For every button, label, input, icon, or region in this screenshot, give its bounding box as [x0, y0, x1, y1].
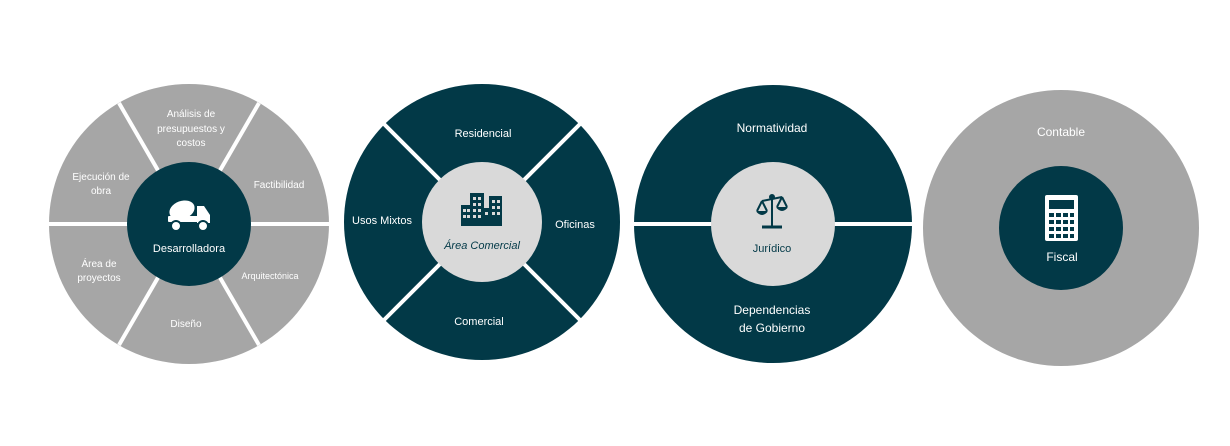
- segment-label-analisis-line1: Análisis de: [167, 109, 216, 120]
- segment-label-factibilidad: Factibilidad: [254, 180, 305, 191]
- center-circle: [127, 162, 251, 286]
- buildings-icon: [461, 193, 502, 226]
- segment-label-analisis-line3: costos: [177, 138, 206, 149]
- center-label: Jurídico: [753, 243, 792, 255]
- outer-label-contable: Contable: [1037, 125, 1085, 139]
- scales-icon: [756, 194, 788, 229]
- segment-label-residencial: Residencial: [455, 128, 512, 140]
- segment-label-analisis-line2: presupuestos y: [157, 124, 225, 135]
- segment-label-comercial: Comercial: [454, 316, 504, 328]
- concrete-mixer-truck-icon: [168, 200, 210, 232]
- segment-label-usos-mixtos: Usos Mixtos: [352, 215, 412, 227]
- segment-label-diseno: Diseño: [170, 319, 202, 330]
- segment-dividers: [49, 101, 329, 347]
- segment-label-area-proyectos-line2: proyectos: [77, 273, 120, 284]
- center-label: Fiscal: [1046, 250, 1077, 264]
- segment-label-dependencias-line2: de Gobierno: [739, 321, 805, 335]
- desarrolladora-diagram: Desarrolladora Análisis de presupuestos …: [49, 84, 329, 364]
- calculator-icon: [1045, 195, 1078, 241]
- center-label: Área Comercial: [443, 239, 520, 252]
- segment-label-oficinas: Oficinas: [555, 219, 595, 231]
- center-label: Desarrolladora: [153, 243, 226, 255]
- segment-label-ejecucion-line2: obra: [91, 186, 111, 197]
- area-comercial-diagram: Área Comercial Residencial Oficinas Come…: [344, 84, 620, 360]
- juridico-diagram: Jurídico Normatividad Dependencias de Go…: [632, 85, 914, 363]
- segment-label-arquitectonica: Arquitectónica: [241, 271, 298, 281]
- center-label-prefix: Área: [443, 239, 467, 252]
- segment-label-normatividad: Normatividad: [737, 121, 808, 135]
- segment-label-ejecucion-line1: Ejecución de: [72, 172, 130, 183]
- fiscal-diagram: Fiscal Contable: [923, 90, 1199, 366]
- segment-label-dependencias-line1: Dependencias: [734, 303, 811, 317]
- center-label-suffix: Comercial: [470, 240, 520, 252]
- segment-label-area-proyectos-line1: Área de: [81, 257, 116, 270]
